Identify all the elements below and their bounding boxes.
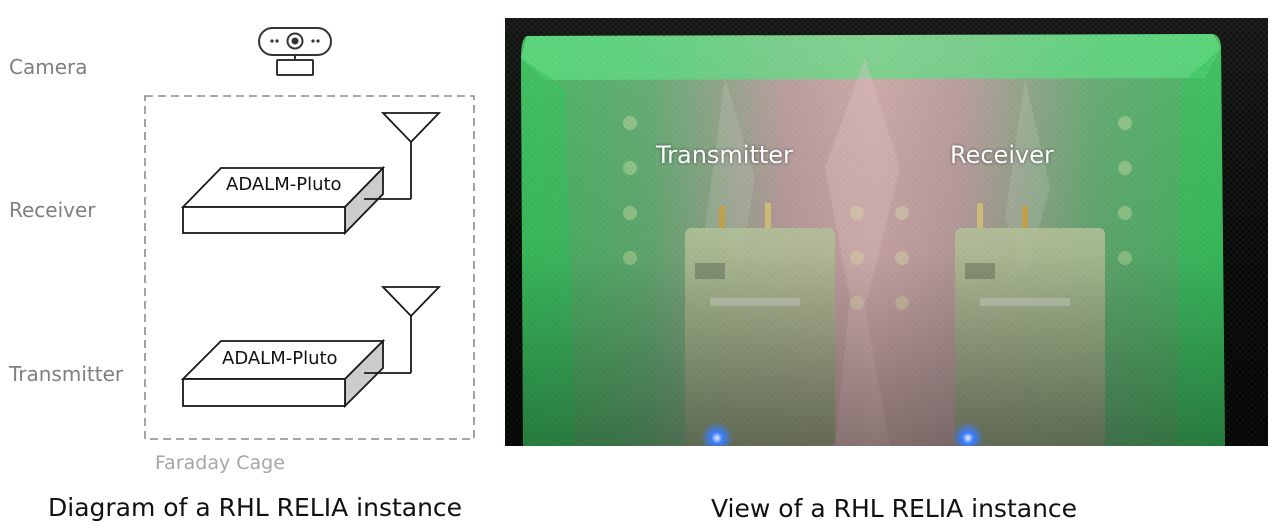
antenna-icon (364, 112, 442, 200)
photo-image (505, 18, 1268, 446)
photo-receiver-label: Receiver (950, 141, 1054, 169)
photo-caption: View of a RHL RELIA instance (711, 494, 1078, 523)
transmitter-device-label: ADALM-Pluto (222, 348, 338, 369)
receiver-device-label: ADALM-Pluto (226, 174, 342, 195)
photo-transmitter-label: Transmitter (656, 141, 793, 169)
webcam-icon (258, 27, 332, 76)
receiver-label: Receiver (9, 198, 96, 222)
faraday-cage-label: Faraday Cage (155, 452, 285, 474)
diagram-caption: Diagram of a RHL RELIA instance (48, 493, 463, 522)
transmitter-label: Transmitter (9, 362, 124, 386)
faraday-cage-outline (144, 95, 475, 440)
antenna-icon (364, 286, 442, 374)
receiver-device-box (180, 165, 386, 236)
instance-photo: Transmitter Receiver (505, 18, 1268, 446)
transmitter-device-box (180, 338, 386, 409)
camera-label: Camera (9, 55, 88, 79)
diagram-drawing (144, 27, 475, 440)
